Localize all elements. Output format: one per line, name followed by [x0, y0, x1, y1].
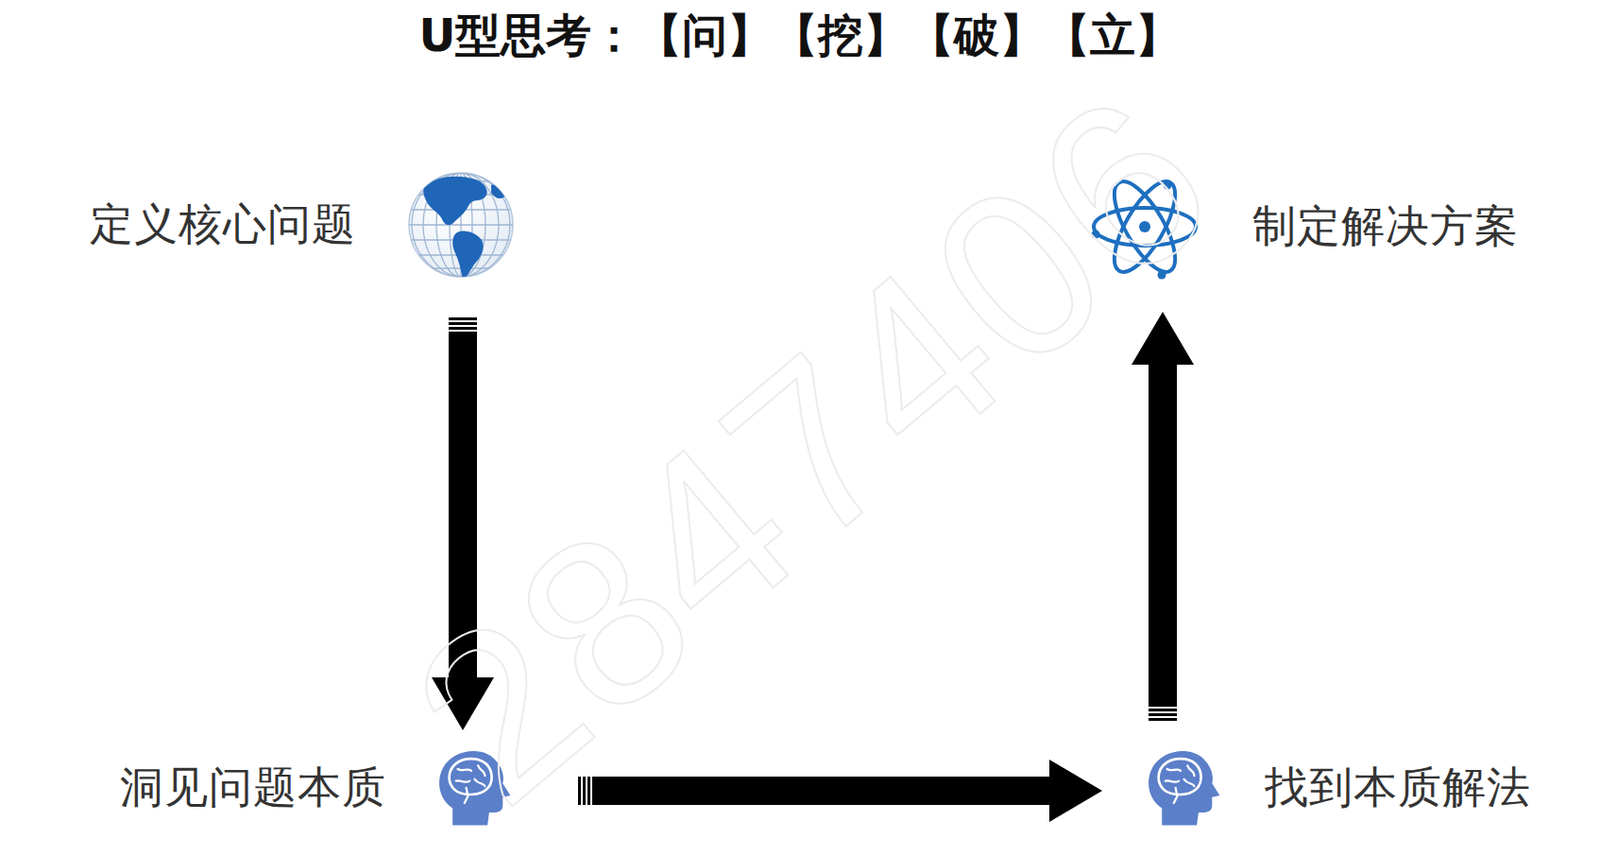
globe-icon	[406, 172, 516, 280]
step-label: 定义核心问题	[89, 195, 357, 255]
arrow-part	[1131, 311, 1194, 707]
step-node: 定义核心问题	[80, 170, 525, 280]
step-label: 洞见问题本质	[119, 758, 387, 818]
arrow-part	[1148, 717, 1177, 721]
arrow-part	[1148, 713, 1177, 716]
flow-arrow	[578, 759, 1103, 822]
step-label: 找到本质解法	[1264, 758, 1532, 818]
watermark: 2847406	[363, 39, 1263, 855]
arrow-part	[448, 322, 477, 325]
arrow-part	[448, 326, 477, 330]
step-node: 制定解决方案	[1086, 171, 1540, 282]
brain-head-icon	[1148, 750, 1220, 825]
step-node: 洞见问题本质	[108, 742, 520, 834]
diagram-title: U型思考：【问】【挖】【破】【立】	[0, 5, 1600, 67]
step-node: 找到本质解法	[1128, 742, 1549, 834]
step-label: 制定解决方案	[1252, 197, 1519, 256]
arrow-part	[592, 759, 1103, 822]
arrow-part	[1148, 708, 1177, 712]
arrow-part	[448, 317, 477, 321]
flow-arrow	[1131, 311, 1194, 721]
